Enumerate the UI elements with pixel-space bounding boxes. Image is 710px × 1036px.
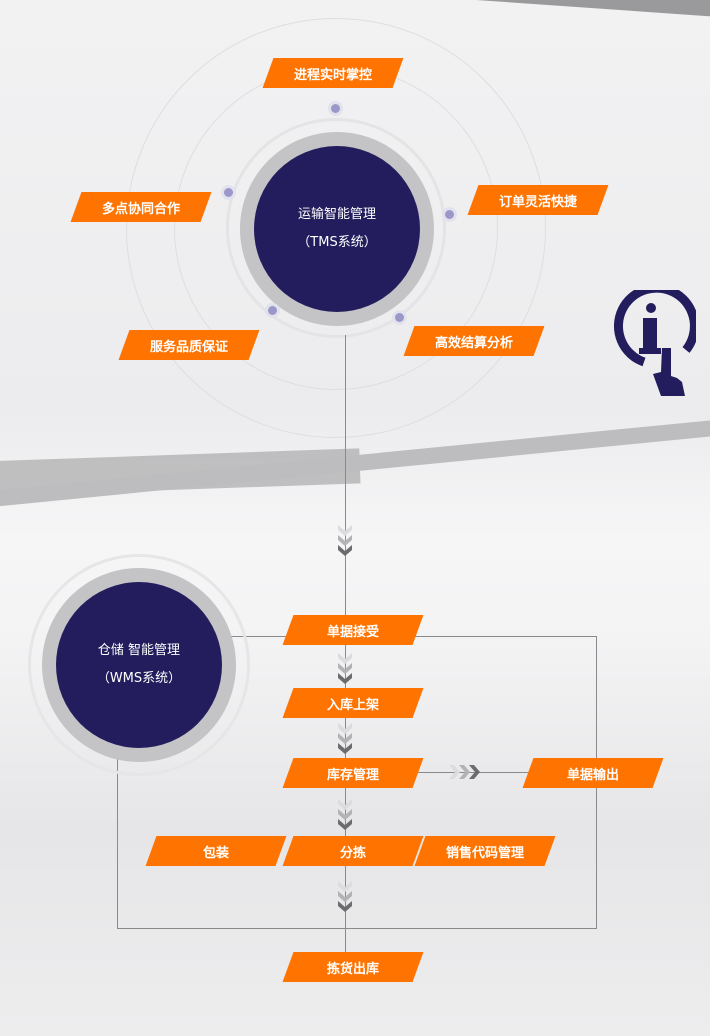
step-receive: 单据接受 bbox=[288, 615, 418, 645]
chevron-down-icon bbox=[338, 881, 352, 912]
ring-dot bbox=[395, 313, 404, 322]
tms-inner-ring bbox=[226, 118, 446, 338]
step-sort: 分拣 bbox=[288, 836, 418, 866]
connector-line bbox=[117, 730, 118, 928]
step-inventory: 库存管理 bbox=[288, 758, 418, 788]
connector-line bbox=[345, 335, 346, 955]
top-dark-wedge bbox=[419, 0, 710, 24]
ring-dot bbox=[268, 306, 277, 315]
tms-circle: 运输智能管理 （TMS系统） bbox=[240, 132, 434, 326]
wms-outer-ring bbox=[28, 554, 250, 776]
feature-tag: 多点协同合作 bbox=[76, 192, 206, 222]
tms-title: 运输智能管理 bbox=[297, 207, 376, 222]
step-output: 单据输出 bbox=[528, 758, 658, 788]
ring-dot bbox=[224, 188, 233, 197]
chevron-down-icon bbox=[338, 525, 352, 556]
feature-tag: 订单灵活快捷 bbox=[473, 185, 603, 215]
connector-line bbox=[117, 928, 597, 929]
step-ship: 拣货出库 bbox=[288, 952, 418, 982]
wms-subtitle: （WMS系统） bbox=[96, 671, 182, 686]
feature-tag: 服务品质保证 bbox=[124, 330, 254, 360]
chevron-right-icon bbox=[449, 765, 480, 779]
feature-tag: 进程实时掌控 bbox=[268, 58, 398, 88]
step-shelve: 入库上架 bbox=[288, 688, 418, 718]
ring-dot bbox=[445, 210, 454, 219]
tms-outer-ring bbox=[126, 18, 546, 438]
ring-dot bbox=[331, 104, 340, 113]
wms-circle: 仓储 智能管理 （WMS系统） bbox=[42, 568, 236, 762]
chevron-down-icon bbox=[338, 653, 352, 684]
tms-subtitle: （TMS系统） bbox=[297, 235, 377, 250]
chevron-down-icon bbox=[338, 723, 352, 754]
chevron-down-icon bbox=[338, 799, 352, 830]
step-pack: 包装 bbox=[151, 836, 281, 866]
step-sales-code: 销售代码管理 bbox=[420, 836, 550, 866]
feature-tag: 高效结算分析 bbox=[409, 326, 539, 356]
wms-title: 仓储 智能管理 bbox=[97, 643, 181, 658]
info-touch-icon bbox=[613, 290, 696, 396]
